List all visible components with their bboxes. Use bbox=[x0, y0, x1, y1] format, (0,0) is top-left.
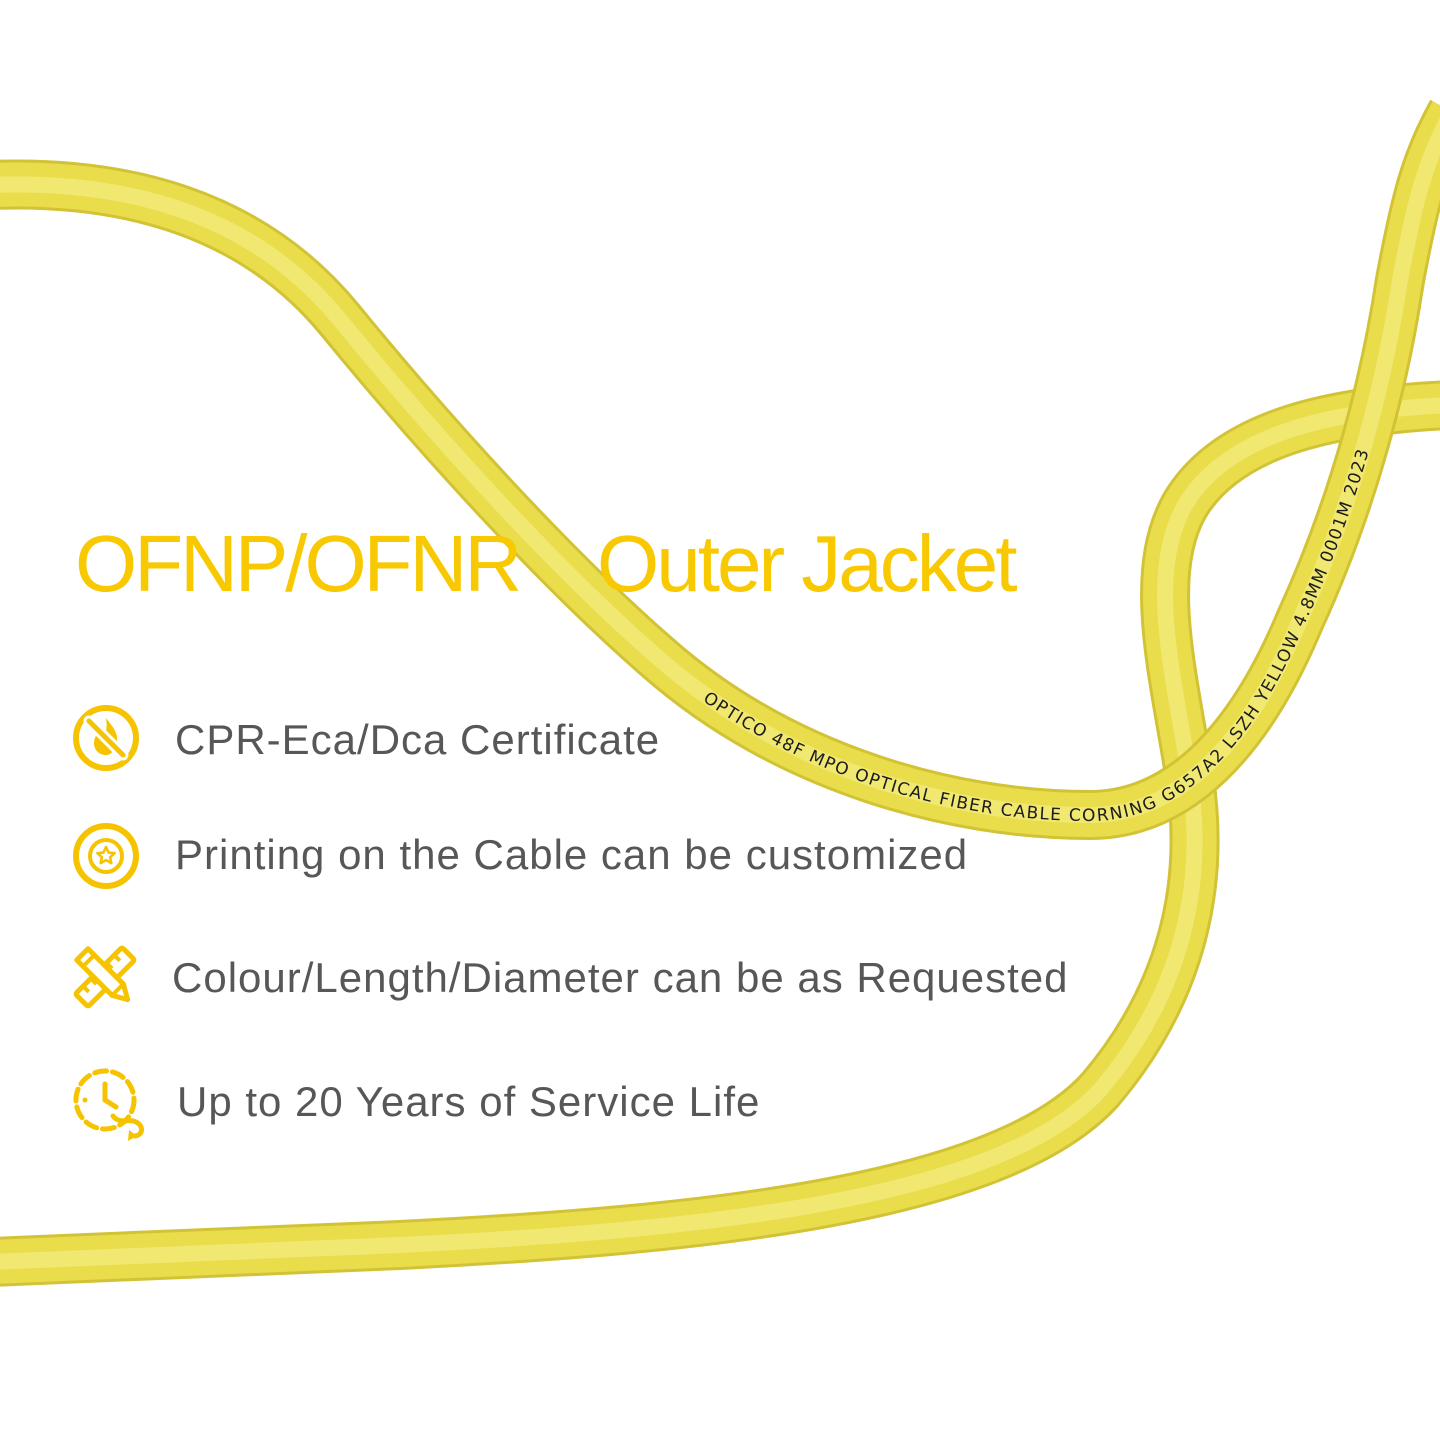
no-fire-icon bbox=[73, 705, 139, 771]
feature-text-certificate: CPR-Eca/Dca Certificate bbox=[175, 716, 661, 763]
feature-text-customization: Colour/Length/Diameter can be as Request… bbox=[172, 954, 1069, 1001]
page-title-primary: OFNP/OFNR bbox=[75, 519, 522, 608]
feature-text-printing: Printing on the Cable can be customized bbox=[175, 831, 969, 878]
badge-star-icon bbox=[73, 823, 139, 889]
feature-text-service-life: Up to 20 Years of Service Life bbox=[177, 1078, 761, 1125]
page-title-secondary: Outer Jacket bbox=[597, 519, 1018, 608]
pencil-ruler-icon bbox=[73, 945, 137, 1009]
clock-arrow-icon bbox=[73, 1068, 144, 1141]
